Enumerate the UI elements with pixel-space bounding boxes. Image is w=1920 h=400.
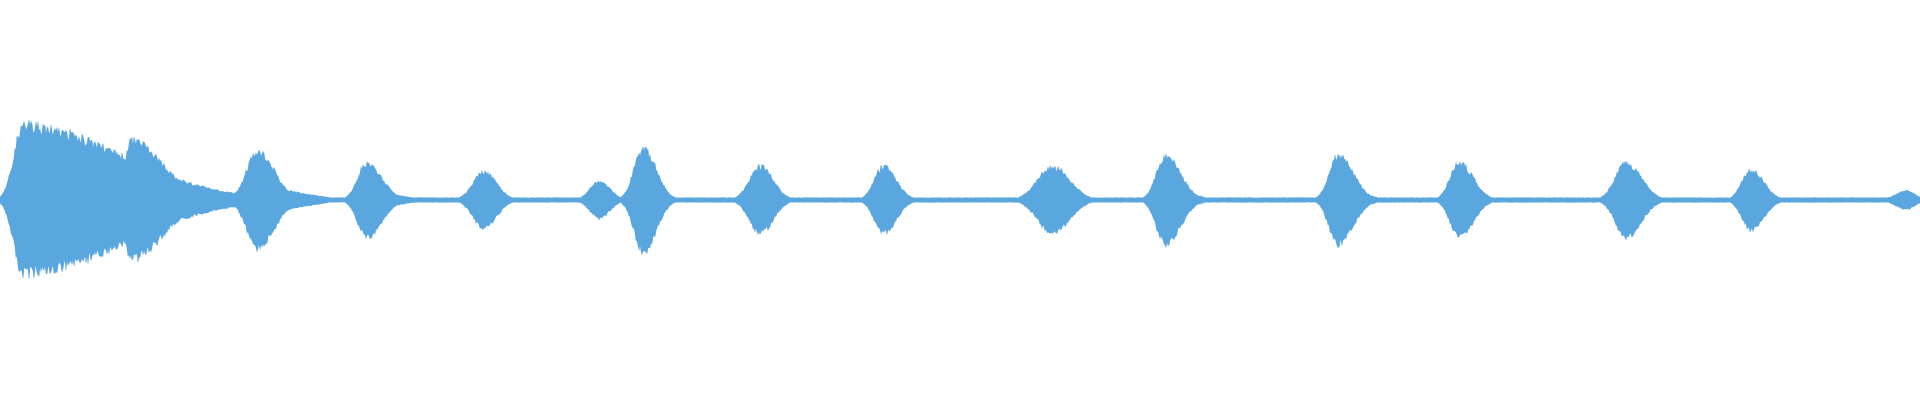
waveform-path <box>0 120 1920 279</box>
